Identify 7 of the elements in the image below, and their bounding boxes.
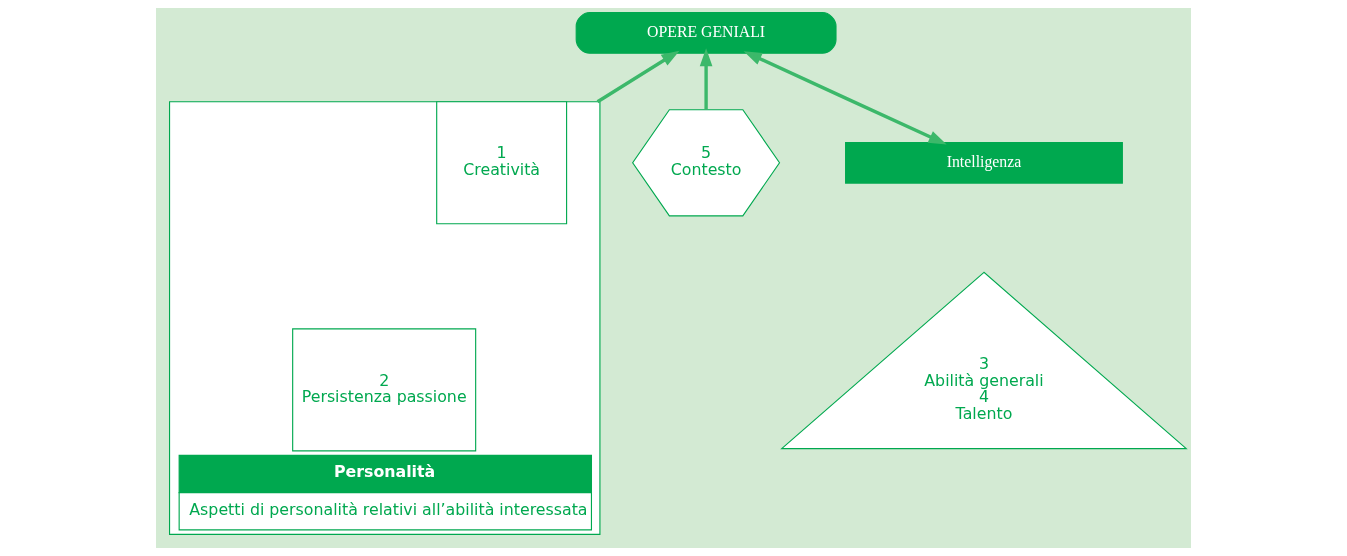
arrow <box>596 50 680 104</box>
arrow <box>699 48 713 110</box>
node-box: Intelligenza <box>845 141 1123 184</box>
node-box: OPERE GENIALI <box>575 12 837 54</box>
node-box: 2 Persistenza passione <box>292 328 477 452</box>
arrow <box>743 51 947 145</box>
node-box: 1 Creatività <box>436 101 568 225</box>
